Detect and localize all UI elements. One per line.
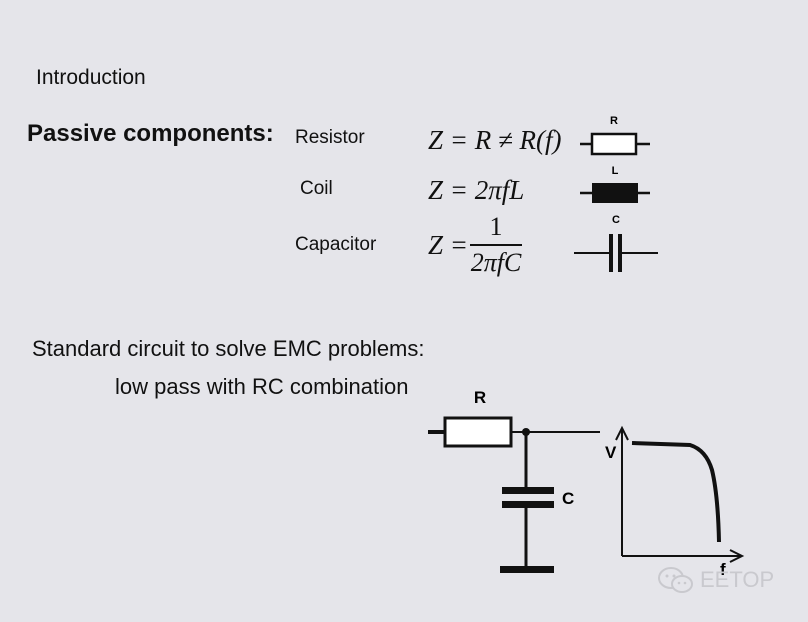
frequency-graph: V f [605,425,745,579]
circuit-r-label: R [474,388,486,407]
watermark: EETOP [656,565,774,595]
fraction-bar [470,244,522,246]
passive-components-heading: Passive components: [27,120,274,147]
wechat-icon [658,567,693,593]
coil-symbol-label: L [612,165,619,177]
coil-symbol: L [580,165,650,203]
graph-x-label: f [720,560,726,579]
resistor-symbol-label: R [610,115,618,127]
resistor-label: Resistor [295,127,365,148]
coil-label: Coil [300,178,333,199]
capacitor-label: Capacitor [295,234,377,255]
standard-circuit-text: Standard circuit to solve EMC problems: [32,336,425,361]
watermark-text: EETOP [700,567,775,592]
graph-y-label: V [605,443,617,462]
rc-circuit: R C [428,388,600,573]
capacitor-formula-fraction: 1 2πfC [470,212,522,278]
resistor-formula: Z = R ≠ R(f) [428,125,562,155]
capacitor-symbol: C [574,214,658,272]
capacitor-symbol-label: C [612,214,620,226]
low-pass-text: low pass with RC combination [115,374,409,399]
capacitor-formula-lhs: Z = [428,230,468,260]
capacitor-formula-denominator: 2πfC [470,247,522,277]
circuit-c-label: C [562,489,574,508]
resistor-symbol: R [580,115,650,156]
capacitor-formula-numerator: 1 [489,212,503,241]
coil-formula: Z = 2πfL [428,175,525,205]
slide-title: Introduction [36,66,146,89]
